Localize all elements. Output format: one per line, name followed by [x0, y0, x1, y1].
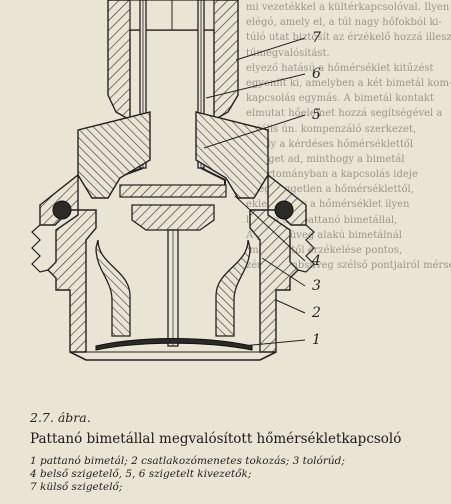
background-text-line: elmutat hőelemet hozzá segítségével a: [246, 108, 443, 120]
background-text-line: A gömbsüveg alakú bimetálnál: [246, 229, 403, 241]
background-text-line: ltség független a hőmérséklettől,: [246, 184, 414, 196]
legend-line: 1 pattanó bimetál; 2 csatlakozómenetes t…: [30, 455, 345, 467]
label-4: 4: [311, 253, 321, 269]
background-text-line: elégó, amely el, a túl nagy hőfokból ki-: [246, 17, 442, 29]
threaded-housing: [31, 173, 315, 361]
background-text-line: amely a kérdéses hőmérséklettől: [246, 138, 414, 150]
background-text-line: kapcsolás egymás. A bimetál kontakt: [246, 93, 434, 105]
background-page-text: mi vezetékkel a kültérkapcsolóval. Ilyen…: [246, 0, 451, 273]
background-text-line: tűmegvalósítást.: [246, 47, 330, 59]
background-text-line: eklettől. Így a hőmérséklet ilyen: [246, 199, 410, 211]
background-text-line: ociális ún. kompenzáló szerkezet,: [246, 123, 417, 135]
label-3: 3: [312, 278, 321, 294]
label-1: 1: [312, 332, 321, 348]
legend-line: 4 belső szigetelő, 5, 6 szigetelt kiveze…: [30, 468, 252, 480]
background-text-line: zén a gömbsüveg szélső pontjairól mérsék…: [246, 260, 451, 272]
snap-bimetal-disc: [95, 338, 253, 351]
push-rod: [167, 229, 179, 347]
background-text-line: egyenlít ki, amelyben a két bimetál kom-: [246, 77, 451, 89]
figure-title: Pattanó bimetállal megvalósított hőmérsé…: [30, 431, 402, 447]
background-text-line: elyező hatású a hőmérséklet kitűzést: [246, 62, 434, 74]
inner-cup: [95, 204, 251, 337]
background-text-line: ességet ad, minthogy a bimetál: [246, 153, 405, 165]
label-7: 7: [312, 30, 321, 46]
background-text-line: mi vezetékkel a kültérkapcsolóval. Ilyen: [246, 2, 450, 13]
background-text-line: ri tartományban a kapcsolás ideje: [246, 169, 418, 181]
seal-ring-right: [274, 200, 294, 220]
label-5: 5: [312, 107, 321, 123]
background-text-line: túló utat biztosít az érzékelő hozzá ill…: [246, 32, 451, 44]
legend-line: 7 külső szigetelő;: [30, 481, 123, 493]
figure-legend: 1 pattanó bimetál; 2 csatlakozómenetes t…: [30, 455, 345, 494]
label-6: 6: [312, 66, 321, 82]
label-2: 2: [311, 305, 321, 321]
seal-ring-left: [52, 200, 72, 220]
figure-number: 2.7. ábra.: [30, 410, 91, 425]
leader-lines: [203, 37, 306, 347]
thermostat-cross-section-drawing: 7 6 5 4 3 2 1: [31, 0, 321, 361]
background-text-line: iméretektől érzékelése pontos,: [246, 245, 403, 256]
inner-insulator: [77, 111, 269, 199]
background-text-line: lósítva ún. pattanó bimetállal,: [246, 214, 398, 226]
outer-insulator: [107, 0, 239, 122]
